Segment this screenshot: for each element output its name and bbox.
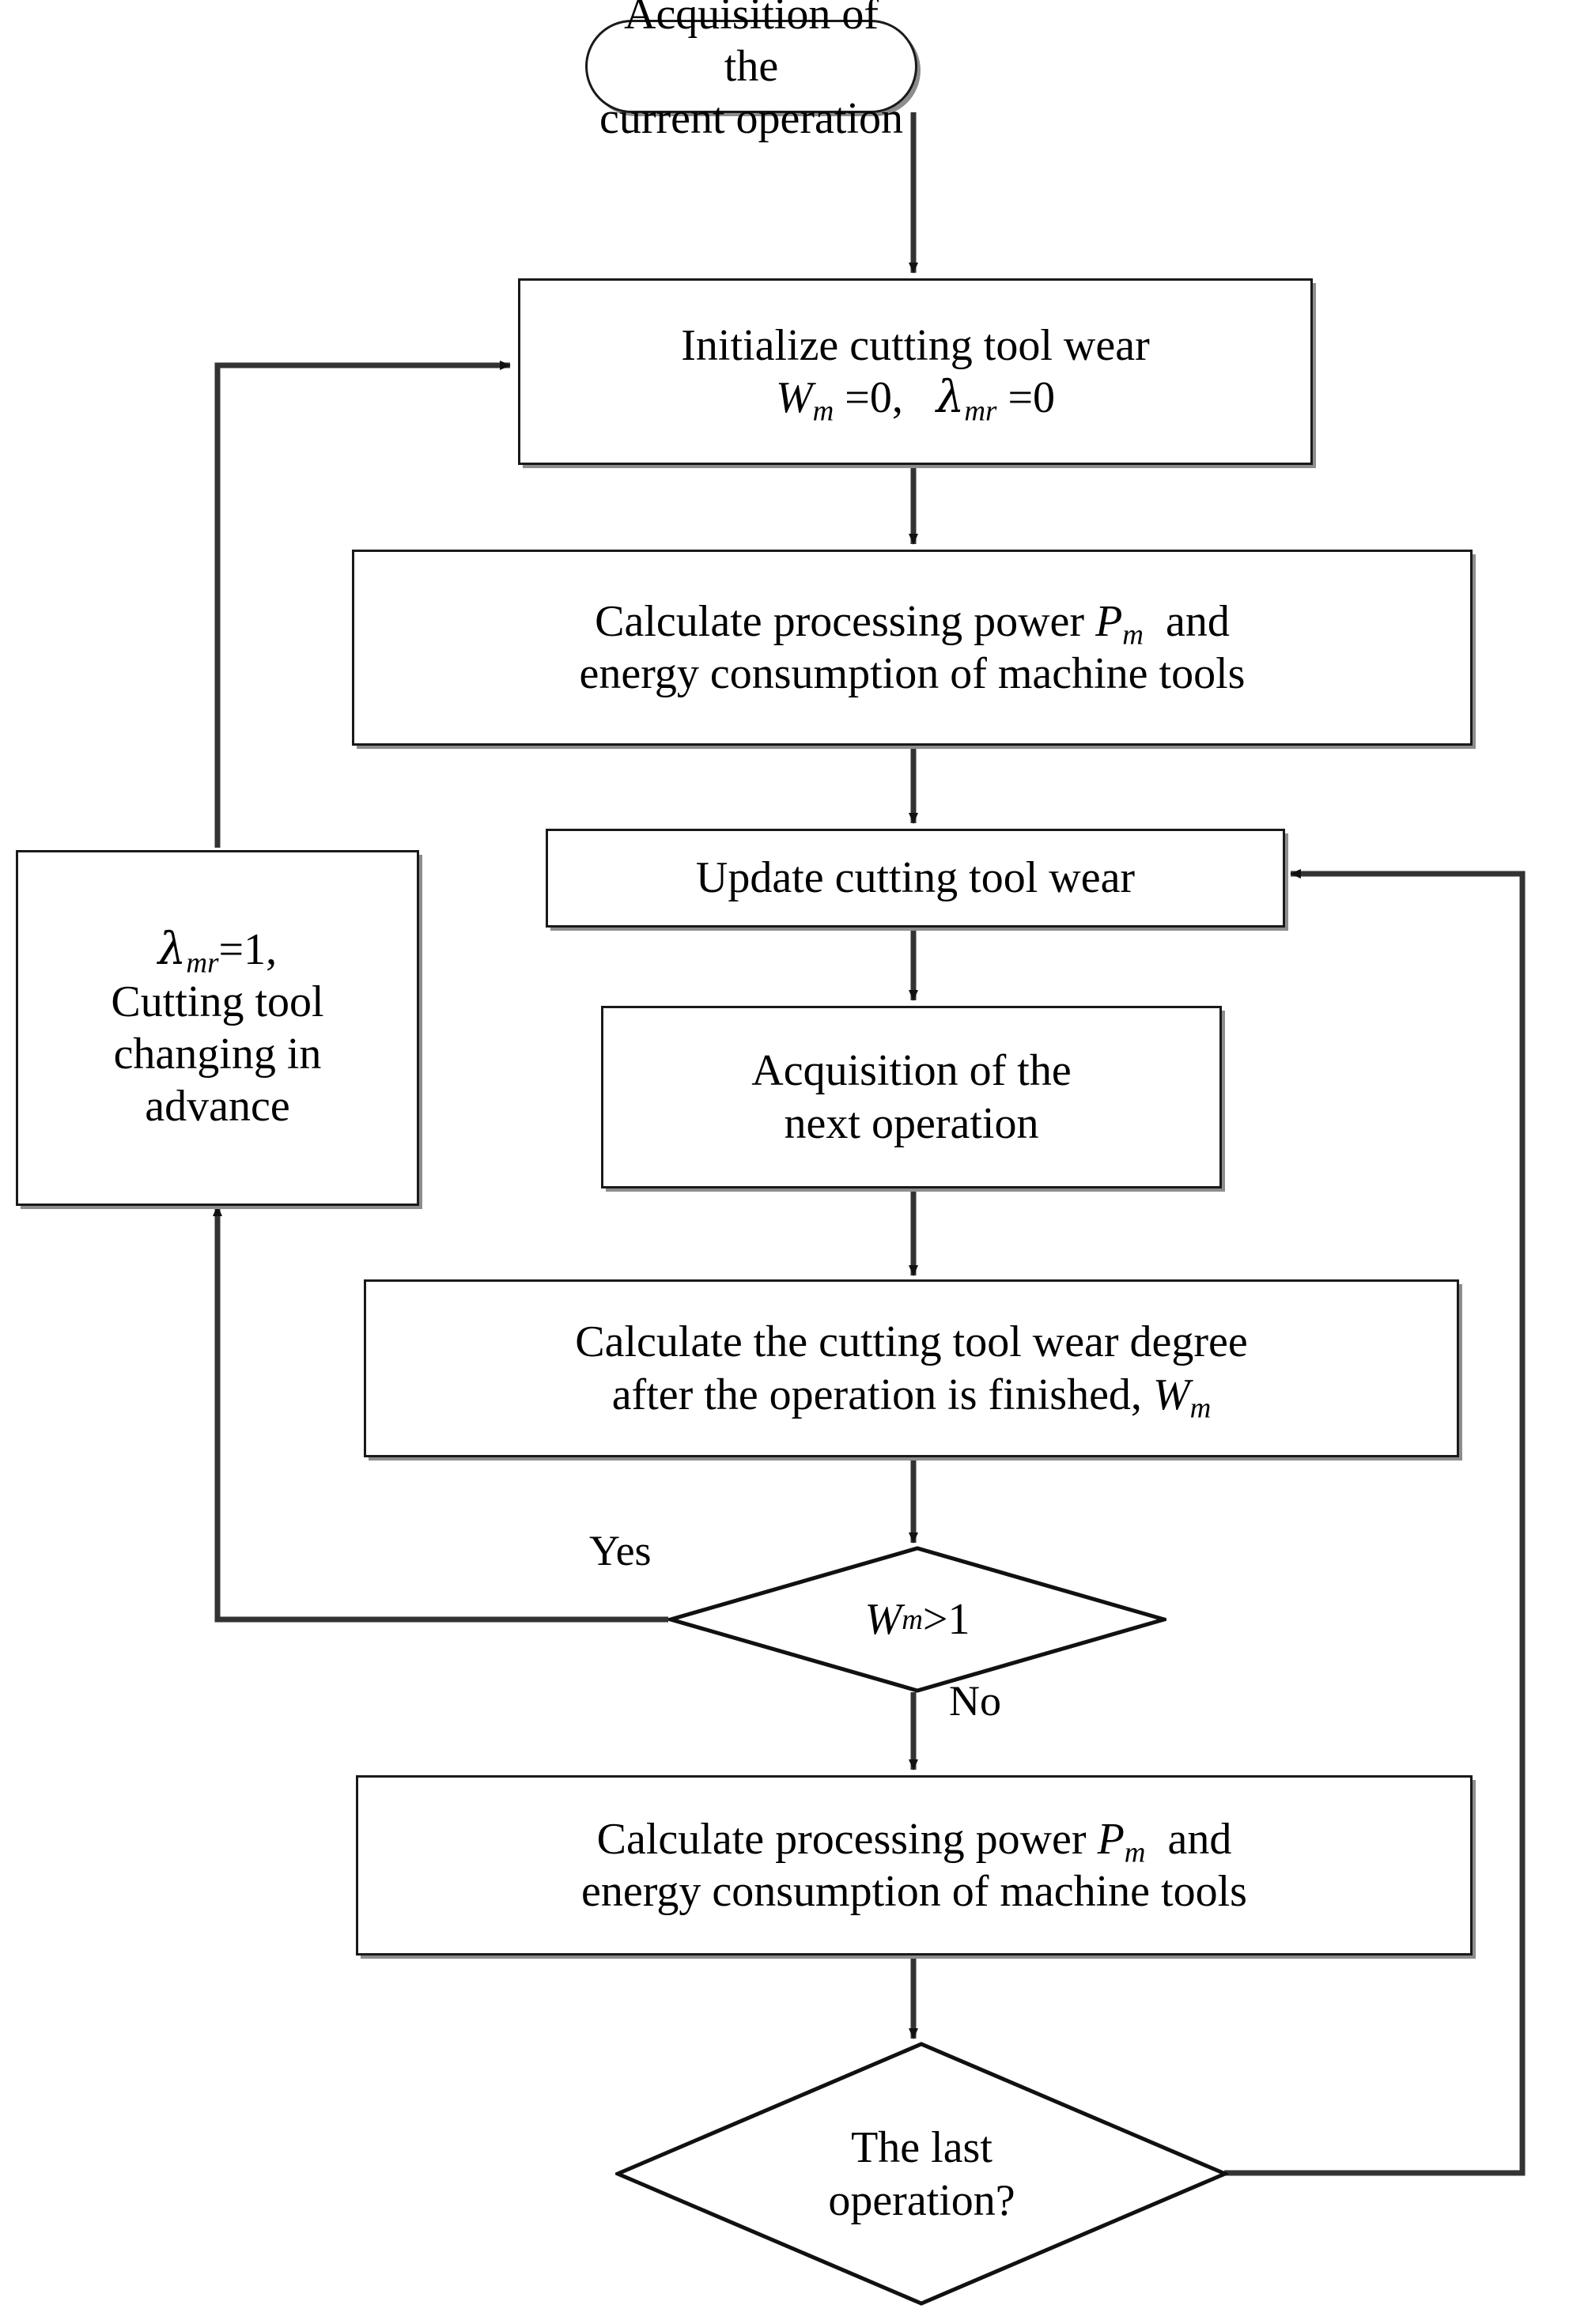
edge-decisionwear-yes-to-toolchange (213, 1205, 668, 1623)
node-tool-change-in-advance[interactable]: λmr=1, Cutting tool changing in advance (16, 850, 419, 1206)
node-calculate-power-top-text: Calculate processing power Pm and energy… (572, 595, 1253, 700)
node-decision-last-operation[interactable]: The last operation? (612, 2042, 1231, 2307)
node-start-line2: current operation (599, 94, 904, 144)
node-start-terminator[interactable]: Acquisition of the current operation (585, 0, 917, 143)
node-calculate-power-bottom-text: Calculate processing power Pm and energy… (573, 1813, 1255, 1918)
edge-label-yes: Yes (589, 1527, 652, 1574)
node-update-cutting-tool-wear[interactable]: Update cutting tool wear (546, 829, 1285, 928)
node-calculate-power-top-line2: energy consumption of machine tools (579, 649, 1246, 698)
node-calculate-power-bottom[interactable]: Calculate processing power Pm and energy… (356, 1775, 1473, 1956)
node-initialize-tool-wear[interactable]: Initialize cutting tool wear Wm =0, λmr … (518, 278, 1313, 465)
edge-label-no: No (949, 1677, 1001, 1725)
node-update-cutting-tool-wear-text: Update cutting tool wear (695, 853, 1136, 903)
node-start-line1: Acquisition of the (624, 0, 879, 91)
node-calculate-wear-degree[interactable]: Calculate the cutting tool wear degree a… (364, 1279, 1459, 1457)
node-calculate-power-top-line1: Calculate processing power Pm and (595, 596, 1230, 651)
node-initialize-line1: Initialize cutting tool wear (681, 320, 1150, 370)
node-tool-change-line4: advance (145, 1082, 290, 1132)
node-start-text: Acquisition of the current operation (588, 0, 915, 145)
node-tool-change-line3: changing in (113, 1030, 322, 1079)
node-calculate-power-bottom-line1: Calculate processing power Pm and (596, 1814, 1232, 1869)
node-initialize-formula: Wm =0, λmr =0 (775, 372, 1056, 427)
edge-decisionlast-to-updatewear (1224, 869, 1526, 2176)
node-acquisition-next-operation[interactable]: Acquisition of the next operation (601, 1006, 1222, 1188)
decision-last-operation-shape (612, 2042, 1231, 2306)
edge-toolchange-to-init (214, 361, 511, 848)
node-calculate-power-bottom-line2: energy consumption of machine tools (581, 1867, 1247, 1916)
node-next-operation-line1: Acquisition of the (751, 1046, 1072, 1096)
node-next-operation-text: Acquisition of the next operation (743, 1045, 1079, 1149)
node-calculate-power-top[interactable]: Calculate processing power Pm and energy… (352, 550, 1473, 746)
node-next-operation-line2: next operation (784, 1098, 1039, 1148)
node-tool-change-line2: Cutting tool (111, 977, 324, 1026)
node-calculate-wear-degree-line1: Calculate the cutting tool wear degree (575, 1317, 1248, 1367)
node-tool-change-text: λmr=1, Cutting tool changing in advance (103, 924, 331, 1132)
node-initialize-text: Initialize cutting tool wear Wm =0, λmr … (673, 319, 1157, 427)
node-calculate-wear-degree-text: Calculate the cutting tool wear degree a… (567, 1316, 1256, 1423)
node-calculate-wear-degree-line2: after the operation is finished, Wm (611, 1370, 1212, 1423)
decision-wear-shape (663, 1546, 1172, 1693)
node-tool-change-formula: λmr=1, (157, 923, 278, 979)
